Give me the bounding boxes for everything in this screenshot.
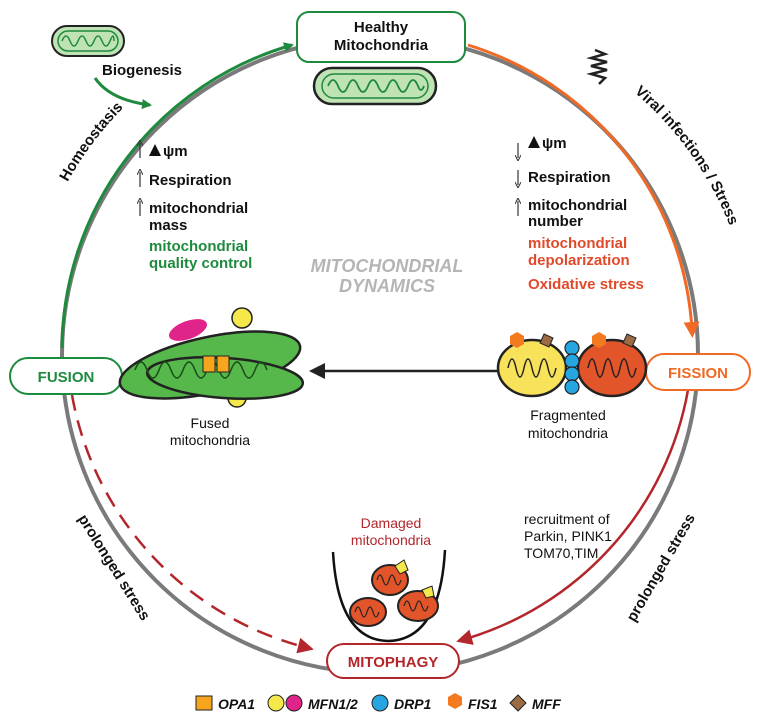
legend-mfn: MFN1/2 xyxy=(308,696,358,712)
left-respiration: Respiration xyxy=(149,172,232,189)
biogenesis-label: Biogenesis xyxy=(102,62,182,79)
fused-caption-line2: mitochondria xyxy=(170,432,250,448)
fragmented-caption-line2: mitochondria xyxy=(528,425,608,441)
mfn-magenta-legend-swatch xyxy=(285,694,303,712)
right-depol-line2: depolarization xyxy=(528,252,630,269)
right-psi: ψm xyxy=(542,135,567,152)
autophagosome-cup-icon xyxy=(331,549,447,643)
drp1-legend-swatch xyxy=(371,694,389,712)
stress-arrow xyxy=(467,43,700,338)
biogenesis-mitochondrion-icon xyxy=(51,25,125,57)
right-number-line2: number xyxy=(528,213,583,230)
damaged-mitochondria-icon xyxy=(349,559,439,627)
fragmented-mitochondria-icon xyxy=(496,332,648,398)
fission-to-mitophagy-arrow xyxy=(456,389,690,645)
mitophagy-node-box[interactable] xyxy=(326,643,460,679)
fusion-node-label: FUSION xyxy=(38,369,95,386)
viral-stress-label: Viral infections / Stress xyxy=(632,83,742,228)
healthy-node-box[interactable] xyxy=(296,11,466,63)
left-mass-line1: mitochondrial xyxy=(149,200,248,217)
right-oxidative: Oxidative stress xyxy=(528,276,644,293)
right-number-line1: mitochondrial xyxy=(528,197,627,214)
healthy-mitochondrion-icon xyxy=(312,66,438,106)
left-indicators: ψm Respiration mitochondrial mass mitoch… xyxy=(140,143,252,272)
fusion-to-mitophagy-arrow xyxy=(70,394,314,654)
left-psi: ψm xyxy=(163,143,188,160)
legend-drp1: DRP1 xyxy=(394,696,432,712)
left-mass-line2: mass xyxy=(149,217,187,234)
mitophagy-node-label: MITOPHAGY xyxy=(348,654,439,671)
fused-caption-line1: Fused xyxy=(191,415,230,431)
mff-legend-swatch xyxy=(509,694,527,712)
mfn-yellow-legend-swatch xyxy=(267,694,285,712)
center-title-line2: DYNAMICS xyxy=(339,276,435,296)
legend: OPA1 MFN1/2 DRP1 FIS1 MFF xyxy=(195,693,561,712)
legend-mff: MFF xyxy=(532,696,561,712)
left-qc-line1: mitochondrial xyxy=(149,238,248,255)
legend-fis1: FIS1 xyxy=(468,696,498,712)
right-respiration: Respiration xyxy=(528,169,611,186)
biogenesis-arrow xyxy=(93,77,152,109)
recruitment-line3: TOM70,TIM xyxy=(524,545,598,561)
virus-icon xyxy=(586,48,609,85)
fis1-legend-swatch xyxy=(448,693,462,709)
fission-node-label: FISSION xyxy=(668,365,728,382)
prolonged-stress-right-label: prolonged stress xyxy=(623,511,699,625)
right-depol-line1: mitochondrial xyxy=(528,235,627,252)
right-indicators: ψm Respiration mitochondrial number mito… xyxy=(518,135,644,293)
damaged-caption-line2: mitochondria xyxy=(351,532,431,548)
damaged-caption-line1: Damaged xyxy=(361,515,422,531)
fragmented-caption-line1: Fragmented xyxy=(530,407,605,423)
homeostasis-arrow xyxy=(60,42,294,349)
recruitment-line2: Parkin, PINK1 xyxy=(524,528,612,544)
legend-opa1: OPA1 xyxy=(218,696,255,712)
delta-icon xyxy=(149,144,161,156)
left-qc-line2: quality control xyxy=(149,255,252,272)
healthy-node-line1: Healthy xyxy=(354,19,409,36)
healthy-node-line2: Mitochondria xyxy=(334,37,429,54)
fused-mitochondria-icon xyxy=(118,307,305,408)
recruitment-line1: recruitment of xyxy=(524,511,610,527)
delta-icon xyxy=(528,136,540,148)
center-title-line1: MITOCHONDRIAL xyxy=(311,256,464,276)
opa1-legend-swatch xyxy=(195,695,213,711)
